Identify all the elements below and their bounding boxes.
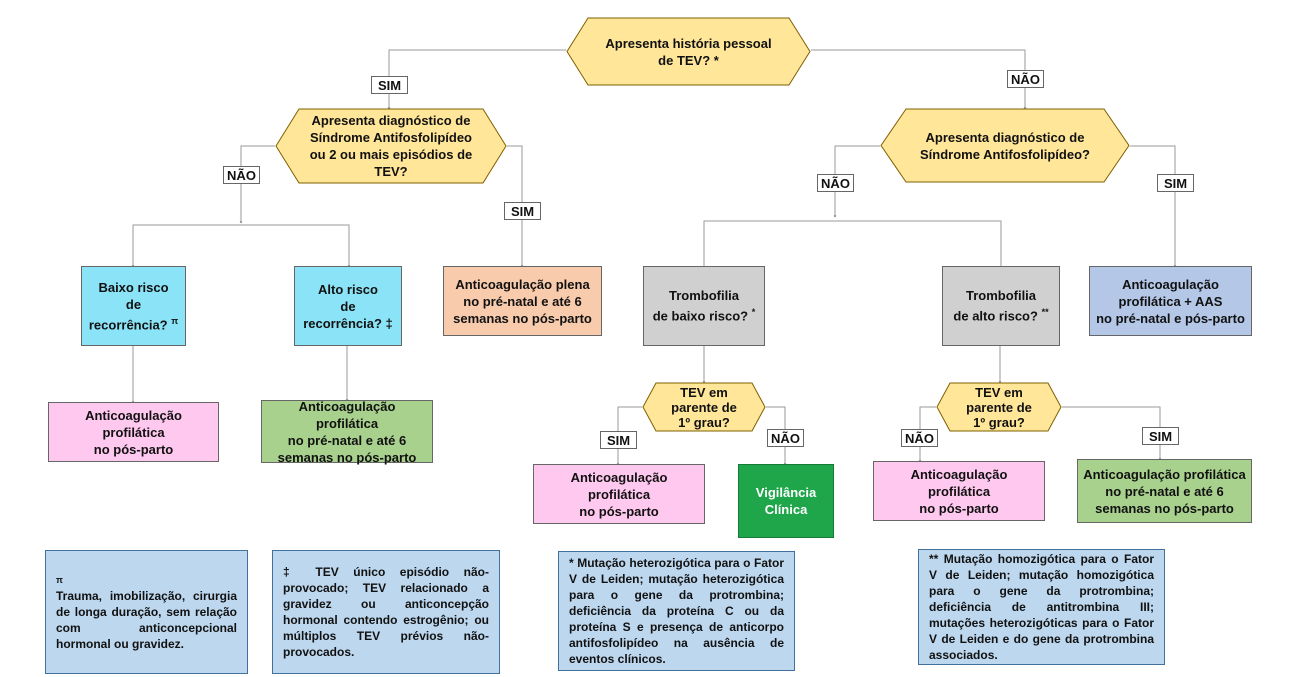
box-text-line: Anticoagulação profilática <box>85 407 182 440</box>
decision-text-line: parente de <box>966 399 1032 415</box>
box-text-line: de baixo risco? <box>652 308 749 324</box>
box-text-line: no pré-natal e até 6 <box>463 293 582 309</box>
decision-text-line: Apresenta diagnóstico de <box>925 129 1085 145</box>
tag-nao: NÃO <box>767 429 804 447</box>
tag-sim: SIM <box>1142 427 1179 445</box>
footnote-mark: π <box>171 315 179 326</box>
box-prophylactic-postpartum: Anticoagulação profilática no pós-parto <box>48 402 219 462</box>
tag-sim: SIM <box>371 76 408 94</box>
footnote-high-risk-thrombophilia: ** Mutação homozigótica para o Fator V d… <box>918 549 1165 665</box>
hexagon-shape <box>880 108 1130 183</box>
tag-nao: NÃO <box>901 429 938 447</box>
tag-label: SIM <box>1163 175 1188 191</box>
box-text-line: no pós-parto <box>919 500 999 516</box>
hexagon-shape <box>642 382 766 432</box>
decision-text-line: Apresenta história pessoal <box>605 35 772 51</box>
box-text-line: no pré-natal e até 6 <box>287 432 407 448</box>
decision-text-line: Apresenta diagnóstico de <box>311 113 471 128</box>
hexagon-shape <box>566 17 811 86</box>
box-text-line: Anticoagulação profilática <box>910 466 1008 499</box>
box-text-line: Anticoagulação profilática <box>298 398 396 431</box>
box-high-risk-thrombophilia: Trombofilia de alto risco? ** <box>942 266 1060 346</box>
footnote-text: * Mutação heterozigótica para o Fator V … <box>569 556 784 666</box>
tag-label: SIM <box>377 77 402 93</box>
box-text-line: recorrência? <box>88 317 168 333</box>
box-low-risk-thrombophilia: Trombofilia de baixo risco? * <box>643 266 765 346</box>
decision-text-line: TEV? <box>374 164 408 179</box>
decision-text-line: 1º grau? <box>973 414 1025 430</box>
box-text-line: Anticoagulação profilática <box>570 469 668 502</box>
footnote-high-risk: ‡ TEV único episódio não-provocado; TEV … <box>272 550 500 674</box>
box-low-recurrence-risk: Baixo risco de recorrência? π <box>81 266 186 346</box>
box-clinical-surveillance: Vigilância Clínica <box>738 464 834 538</box>
footnote-text: ** Mutação homozigótica para o Fator V d… <box>929 552 1154 662</box>
decision-tev-first-degree-relative: TEV em parente de 1º grau? <box>936 382 1062 432</box>
box-text-line: Anticoagulação plena <box>455 276 590 292</box>
tag-label: NÃO <box>905 430 934 446</box>
footnote-low-risk-thrombophilia: * Mutação heterozigótica para o Fator V … <box>558 551 795 671</box>
footnote-mark: * <box>751 307 756 318</box>
tag-nao: NÃO <box>223 166 260 184</box>
tag-label: NÃO <box>1011 71 1040 87</box>
decision-text-line: TEV em <box>975 384 1023 400</box>
tag-sim: SIM <box>1157 174 1194 192</box>
tag-sim: SIM <box>600 431 637 449</box>
decision-personal-history: Apresenta história pessoal de TEV? * <box>566 17 811 86</box>
box-text-line: Trombofilia <box>668 288 740 304</box>
footnote-text: ‡ TEV único episódio não-provocado; TEV … <box>283 565 489 659</box>
footnote-mark: π <box>56 575 63 585</box>
box-text-line: no pré-natal e até 6 <box>1105 483 1224 499</box>
tag-label: SIM <box>1148 428 1173 444</box>
decision-text-line: de TEV? * <box>658 52 719 68</box>
box-text-line: semanas no pós-parto <box>277 449 417 465</box>
footnote-low-risk: π Trauma, imobilização, cirurgia de long… <box>45 550 248 674</box>
tag-label: NÃO <box>771 430 800 446</box>
tag-label: NÃO <box>227 167 256 183</box>
box-text-line: semanas no pós-parto <box>453 310 592 326</box>
box-full-anticoagulation: Anticoagulação plena no pré-natal e até … <box>443 266 602 336</box>
box-prophylactic-postpartum: Anticoagulação profilática no pós-parto <box>533 464 705 524</box>
decision-text-line: Síndrome Antifosfolipídeo? <box>920 146 1090 162</box>
box-text-line: no pré-natal e pós-parto <box>1096 310 1245 326</box>
tag-label: SIM <box>606 432 631 448</box>
decision-aps-or-multiple-tev: Apresenta diagnóstico de Síndrome Antifo… <box>275 108 507 184</box>
box-text-line: Baixo risco <box>98 279 169 295</box>
box-text-line: Anticoagulação <box>1122 276 1219 292</box>
box-text-line: profilática + AAS <box>1118 293 1223 309</box>
tag-nao: NÃO <box>1007 70 1044 88</box>
decision-aps: Apresenta diagnóstico de Síndrome Antifo… <box>880 108 1130 183</box>
box-text-line: Vigilância <box>755 485 817 500</box>
box-text-line: no pós-parto <box>579 503 659 519</box>
decision-text-line: parente de <box>671 399 737 415</box>
box-text-line: de <box>340 298 356 314</box>
box-text-line: Clínica <box>764 502 808 517</box>
decision-text-line: ou 2 ou mais episódios de <box>309 147 473 162</box>
box-high-recurrence-risk: Alto risco de recorrência? ‡ <box>294 266 402 346</box>
box-text-line: Trombofilia <box>965 288 1037 304</box>
hexagon-shape <box>275 108 507 184</box>
box-text-line: de alto risco? <box>953 308 1038 324</box>
box-text-line: de <box>125 296 142 312</box>
tag-label: SIM <box>510 203 535 219</box>
tag-label: NÃO <box>821 175 850 191</box>
box-text-line: Alto risco <box>318 281 378 297</box>
box-prophylactic-postpartum: Anticoagulação profilática no pós-parto <box>873 461 1045 521</box>
box-text-line: no pós-parto <box>93 441 174 457</box>
hexagon-shape <box>936 382 1062 432</box>
box-prophylactic-aas: Anticoagulação profilática + AAS no pré-… <box>1089 266 1252 336</box>
decision-text-line: Síndrome Antifosfolipídeo <box>309 130 472 145</box>
decision-text-line: 1º grau? <box>678 414 730 430</box>
tag-nao: NÃO <box>817 174 854 192</box>
box-text-line: semanas no pós-parto <box>1095 500 1234 516</box>
box-text-line: Anticoagulação profilática <box>1083 466 1246 482</box>
box-prophylactic-prenatal: Anticoagulação profilática no pré-natal … <box>1077 459 1252 523</box>
tag-sim: SIM <box>504 202 541 220</box>
box-text-line: recorrência? ‡ <box>303 315 393 331</box>
footnote-text: Trauma, imobilização, cirurgia de longa … <box>56 589 237 651</box>
footnote-mark: ** <box>1041 307 1049 318</box>
box-prophylactic-prenatal: Anticoagulação profilática no pré-natal … <box>261 398 433 465</box>
decision-text-line: TEV em <box>680 384 728 400</box>
decision-tev-first-degree-relative: TEV em parente de 1º grau? <box>642 382 766 432</box>
